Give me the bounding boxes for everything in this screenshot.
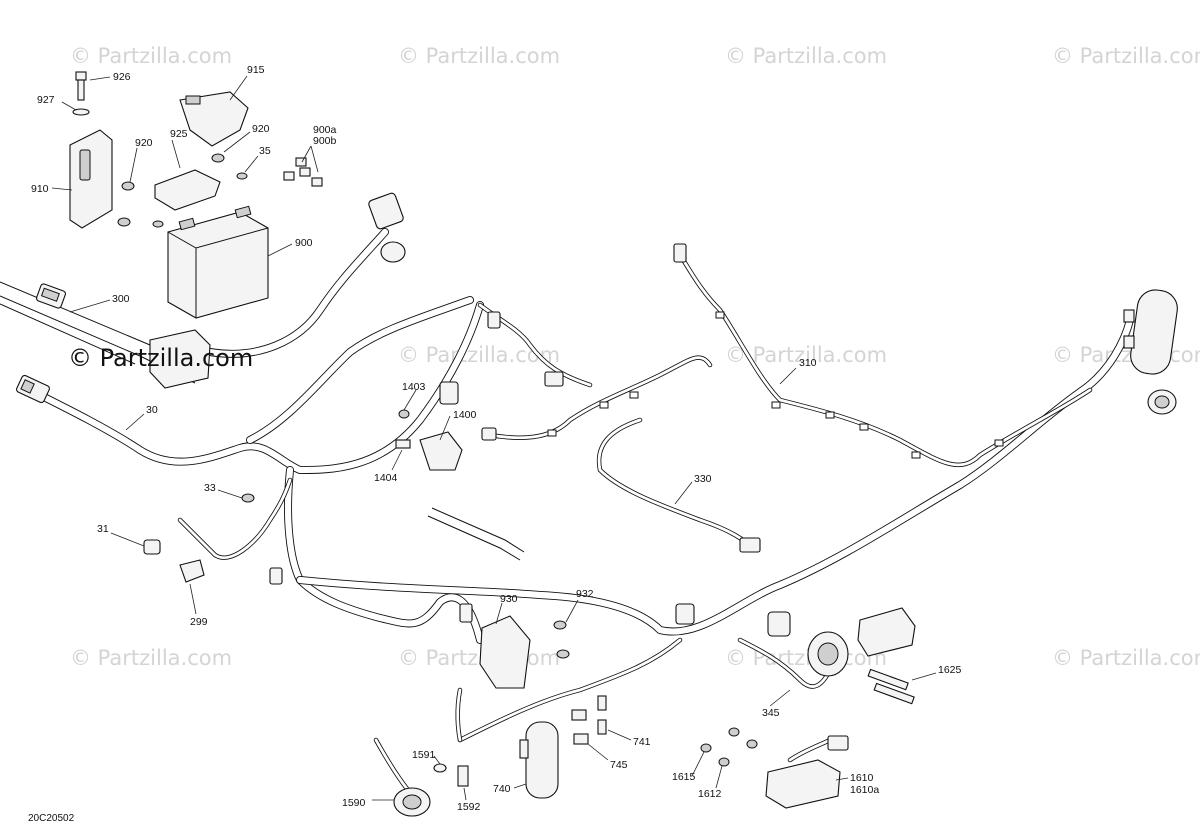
watermark: © Partzilla.com bbox=[398, 646, 560, 670]
callout-910: 910 bbox=[31, 183, 49, 195]
callout-740: 740 bbox=[493, 783, 511, 795]
callout-310: 310 bbox=[799, 357, 817, 369]
callout-300: 300 bbox=[112, 293, 130, 305]
harness-310 bbox=[673, 243, 1093, 467]
ground-cable-31-33 bbox=[143, 477, 293, 585]
callout-30: 30 bbox=[146, 404, 158, 416]
horn-module-1610 bbox=[700, 727, 849, 809]
callout-33: 33 bbox=[204, 482, 216, 494]
battery-900 bbox=[167, 205, 269, 319]
callout-915: 915 bbox=[247, 64, 265, 76]
callout-1610a: 1610a bbox=[850, 784, 879, 796]
callout-926: 926 bbox=[113, 71, 131, 83]
bolts-741-745 bbox=[571, 695, 607, 745]
tail-light-assembly bbox=[1123, 289, 1178, 415]
callout-927: 927 bbox=[37, 94, 55, 106]
callout-31: 31 bbox=[97, 523, 109, 535]
watermark: © Partzilla.com bbox=[1052, 44, 1200, 68]
callout-330: 330 bbox=[694, 473, 712, 485]
watermark: © Partzilla.com bbox=[70, 44, 232, 68]
watermark-prominent: © Partzilla.com bbox=[68, 344, 253, 372]
breather-tube bbox=[427, 507, 525, 561]
watermark: © Partzilla.com bbox=[725, 44, 887, 68]
battery-cover-915 bbox=[179, 91, 249, 147]
callout-1590: 1590 bbox=[342, 797, 366, 809]
callout-900b: 900b bbox=[313, 135, 337, 147]
callout-1400: 1400 bbox=[453, 409, 477, 421]
callout-930: 930 bbox=[500, 593, 518, 605]
horn-1625 bbox=[807, 607, 916, 705]
watermark: © Partzilla.com bbox=[1052, 646, 1200, 670]
watermark: © Partzilla.com bbox=[725, 646, 887, 670]
callout-1612: 1612 bbox=[698, 788, 722, 800]
callout-745: 745 bbox=[610, 759, 628, 771]
harness-outlet-branch bbox=[455, 637, 683, 743]
callout-741: 741 bbox=[633, 736, 651, 748]
callout-920: 920 bbox=[252, 123, 270, 135]
connector-930-harness bbox=[459, 603, 695, 625]
callout-299: 299 bbox=[190, 616, 208, 628]
battery-harness-connector bbox=[368, 192, 406, 263]
battery-terminals-900a-900b bbox=[283, 157, 323, 187]
relay-box bbox=[149, 329, 211, 389]
callout-345: 345 bbox=[762, 707, 780, 719]
harness-345 bbox=[737, 611, 833, 689]
callout-900a: 900a bbox=[313, 124, 337, 136]
harness-branch-center bbox=[477, 302, 593, 388]
callout-925: 925 bbox=[170, 128, 188, 140]
battery-bracket-925 bbox=[154, 169, 221, 211]
nut-920 bbox=[117, 153, 248, 228]
sensor-1400 bbox=[395, 381, 463, 471]
diagram-code: 20C20502 bbox=[28, 813, 75, 824]
light-740 bbox=[519, 721, 559, 799]
harness-330 bbox=[481, 355, 761, 553]
callout-1592: 1592 bbox=[457, 801, 481, 813]
leader-lines bbox=[51, 75, 937, 801]
watermark: © Partzilla.com bbox=[70, 646, 232, 670]
callout-1403: 1403 bbox=[402, 381, 426, 393]
callout-1615: 1615 bbox=[672, 771, 696, 783]
battery-holder-910 bbox=[69, 129, 113, 229]
watermark: © Partzilla.com bbox=[398, 44, 560, 68]
bolt-926 bbox=[72, 71, 90, 116]
callout-932: 932 bbox=[576, 588, 594, 600]
callout-1610: 1610 bbox=[850, 772, 874, 784]
callout-1404: 1404 bbox=[374, 472, 398, 484]
power-outlet-1590 bbox=[373, 737, 469, 817]
callout-1625: 1625 bbox=[938, 664, 962, 676]
callout-920: 920 bbox=[135, 137, 153, 149]
ecm-module-930 bbox=[479, 615, 570, 689]
main-harness-30 bbox=[16, 228, 1134, 644]
callout-labels: 926 915 927 925 920 920 900a 900b 35 910… bbox=[31, 64, 962, 813]
callout-1591: 1591 bbox=[412, 749, 436, 761]
callout-35: 35 bbox=[259, 145, 271, 157]
callout-900: 900 bbox=[295, 237, 313, 249]
watermark-layer: © Partzilla.com © Partzilla.com © Partzi… bbox=[70, 44, 1200, 670]
